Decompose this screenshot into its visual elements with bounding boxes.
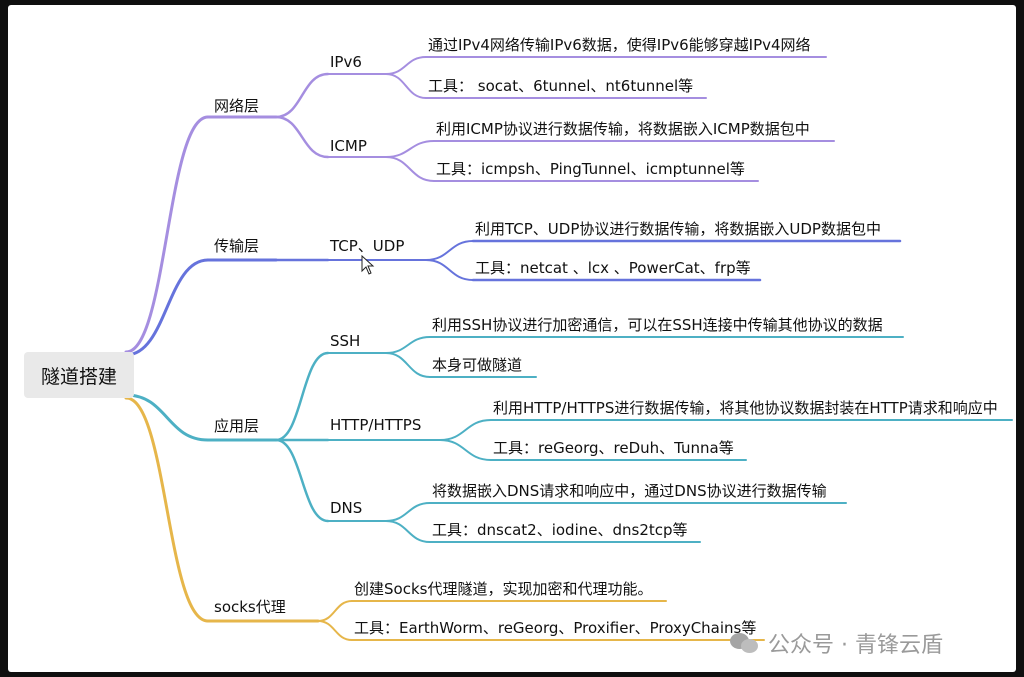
branch-network-ipv6 bbox=[274, 72, 330, 119]
mindmap-canvas: 隧道搭建 网络层 传输层 应用层 socks代理 IPv6 ICMP TCP、U… bbox=[8, 5, 1016, 672]
branch-ipv6-tools bbox=[385, 73, 427, 99]
detail-socks-tools[interactable]: 工具：EarthWorm、reGeorg、Proxifier、ProxyChai… bbox=[354, 619, 757, 637]
detail-dns-description[interactable]: 将数据嵌入DNS请求和响应中，通过DNS协议进行数据传输 bbox=[432, 482, 827, 500]
branch-ipv6-desc bbox=[385, 56, 427, 75]
branch-root-transport bbox=[124, 258, 210, 357]
connector-lines bbox=[124, 56, 1013, 641]
watermark: 公众号 · 青锋云盾 bbox=[730, 627, 943, 659]
branch-socks-desc bbox=[317, 600, 353, 622]
branch-application-dns bbox=[274, 438, 330, 523]
category-application-layer[interactable]: 应用层 bbox=[214, 417, 260, 435]
protocol-http-https[interactable]: HTTP/HTTPS bbox=[330, 416, 422, 434]
detail-icmp-tools[interactable]: 工具：icmpsh、PingTunnel、icmptunnel等 bbox=[436, 160, 745, 178]
detail-ipv6-description[interactable]: 通过IPv4网络传输IPv6数据，使得IPv6能够穿越IPv4网络 bbox=[428, 36, 811, 54]
branch-dns-desc bbox=[385, 502, 431, 522]
branch-ssh-note bbox=[385, 352, 431, 378]
category-transport-layer[interactable]: 传输层 bbox=[214, 237, 260, 255]
protocol-tcp-udp[interactable]: TCP、UDP bbox=[330, 237, 405, 255]
branch-dns-tools bbox=[385, 520, 431, 543]
wechat-icon bbox=[730, 631, 760, 655]
branch-root-socks bbox=[124, 396, 210, 623]
category-network-layer[interactable]: 网络层 bbox=[214, 97, 260, 115]
detail-dns-tools[interactable]: 工具：dnscat2、iodine、dns2tcp等 bbox=[432, 521, 688, 539]
detail-ssh-note[interactable]: 本身可做隧道 bbox=[432, 356, 523, 374]
detail-http-tools[interactable]: 工具：reGeorg、reDuh、Tunna等 bbox=[493, 439, 734, 457]
detail-ssh-description[interactable]: 利用SSH协议进行加密通信，可以在SSH连接中传输其他协议的数据 bbox=[432, 316, 883, 334]
protocol-ipv6[interactable]: IPv6 bbox=[330, 53, 362, 71]
branch-icmp-tools bbox=[385, 156, 435, 182]
root-node[interactable]: 隧道搭建 bbox=[24, 352, 134, 398]
branch-root-application bbox=[124, 393, 210, 442]
protocol-dns[interactable]: DNS bbox=[330, 499, 363, 517]
mouse-cursor-icon bbox=[361, 255, 375, 275]
branch-socks-tools bbox=[317, 620, 353, 641]
detail-socks-description[interactable]: 创建Socks代理隧道，实现加密和代理功能。 bbox=[354, 580, 653, 598]
branch-http-tools bbox=[439, 439, 492, 461]
protocol-ssh[interactable]: SSH bbox=[330, 332, 361, 350]
detail-tcp-tools[interactable]: 工具：netcat 、lcx 、PowerCat、frp等 bbox=[475, 259, 751, 277]
branch-application-ssh bbox=[274, 351, 330, 442]
branch-root-network bbox=[124, 115, 210, 354]
branch-tcp-desc bbox=[425, 240, 474, 261]
detail-icmp-description[interactable]: 利用ICMP协议进行数据传输，将数据嵌入ICMP数据包中 bbox=[436, 120, 810, 138]
detail-ipv6-tools[interactable]: 工具： socat、6tunnel、nt6tunnel等 bbox=[428, 77, 694, 95]
branch-network-icmp bbox=[274, 115, 330, 159]
detail-http-description[interactable]: 利用HTTP/HTTPS进行数据传输，将其他协议数据封装在HTTP请求和响应中 bbox=[493, 399, 998, 417]
protocol-icmp[interactable]: ICMP bbox=[330, 137, 367, 155]
branch-ssh-desc bbox=[385, 336, 431, 354]
branch-http-desc bbox=[439, 419, 492, 441]
branch-tcp-tools bbox=[425, 259, 474, 281]
detail-tcp-description[interactable]: 利用TCP、UDP协议进行数据传输，将数据嵌入UDP数据包中 bbox=[475, 220, 881, 238]
category-socks-proxy[interactable]: socks代理 bbox=[214, 598, 286, 616]
branch-icmp-desc bbox=[385, 140, 435, 158]
